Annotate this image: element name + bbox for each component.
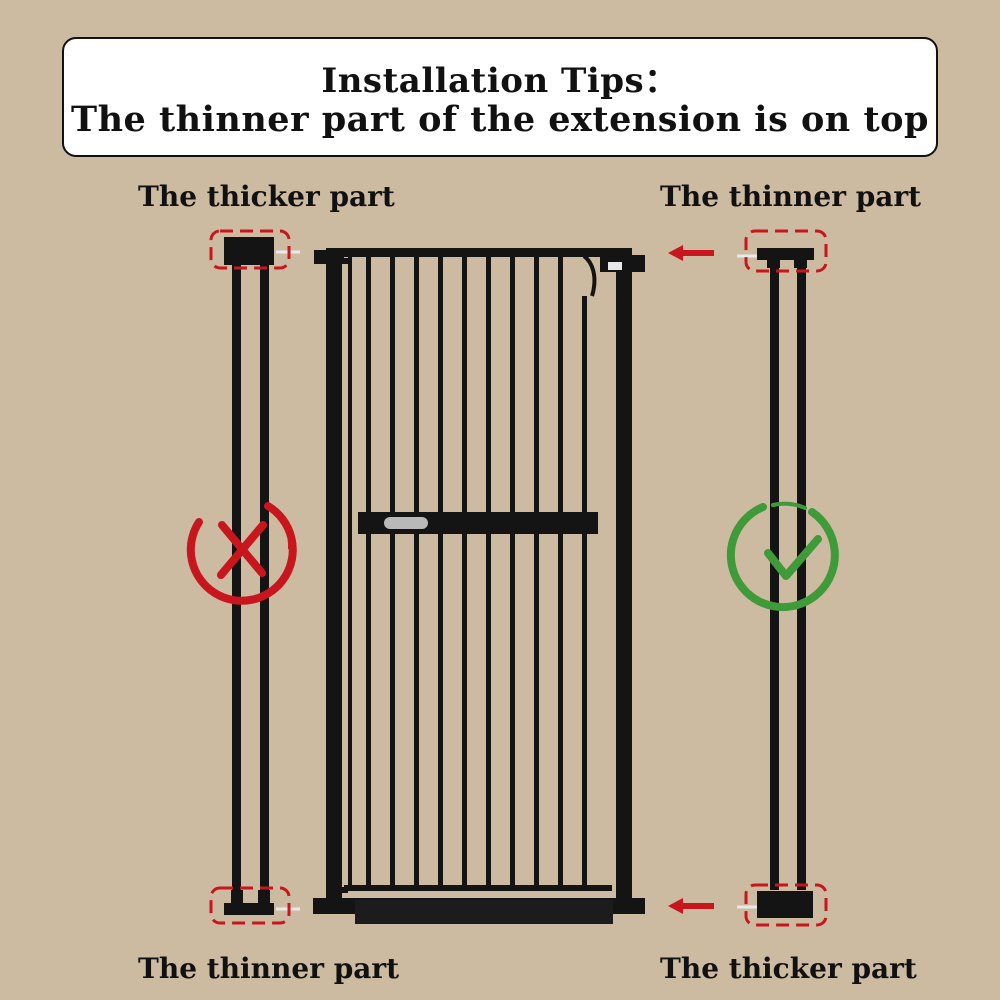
right-ext-thin-cap [757, 248, 814, 260]
label-bottom-right: The thicker part [660, 952, 917, 985]
right-extension-correct [737, 229, 828, 927]
insert-arrows [668, 245, 714, 914]
label-top-right: The thinner part [660, 180, 922, 213]
highlight-right-top [744, 229, 828, 273]
gate-handle-slot [384, 517, 428, 529]
safety-gate [313, 248, 645, 924]
left-ext-thin-cap [224, 903, 274, 915]
gate-frame-right [616, 262, 632, 910]
gate-threshold [355, 900, 613, 924]
correct-check-icon [726, 501, 839, 612]
left-ext-bar-outer [260, 262, 269, 892]
arrow-bottom [668, 898, 714, 914]
wrong-x-icon [186, 502, 297, 605]
left-ext-bar-inner [232, 262, 241, 892]
arrow-top [668, 245, 714, 261]
left-ext-thick-cap [224, 237, 274, 265]
highlight-left-bottom [209, 886, 291, 925]
highlight-right-bottom [744, 883, 828, 927]
installation-tips-banner: Installation Tips： The thinner part of t… [62, 37, 938, 157]
banner-subtitle: The thinner part of the extension is on … [71, 99, 929, 140]
label-top-left: The thicker part [138, 180, 395, 213]
gate-frame-left [326, 250, 342, 910]
gate-latch [582, 254, 597, 297]
right-ext-thick-cap [757, 891, 813, 918]
right-ext-bar-outer [797, 266, 806, 890]
highlight-left-top [209, 229, 291, 270]
label-bottom-left: The thinner part [138, 952, 400, 985]
gate-bars [348, 255, 587, 887]
left-extension-wrong [209, 229, 300, 925]
right-ext-bar-inner [770, 266, 779, 890]
banner-title: Installation Tips： [321, 61, 679, 101]
